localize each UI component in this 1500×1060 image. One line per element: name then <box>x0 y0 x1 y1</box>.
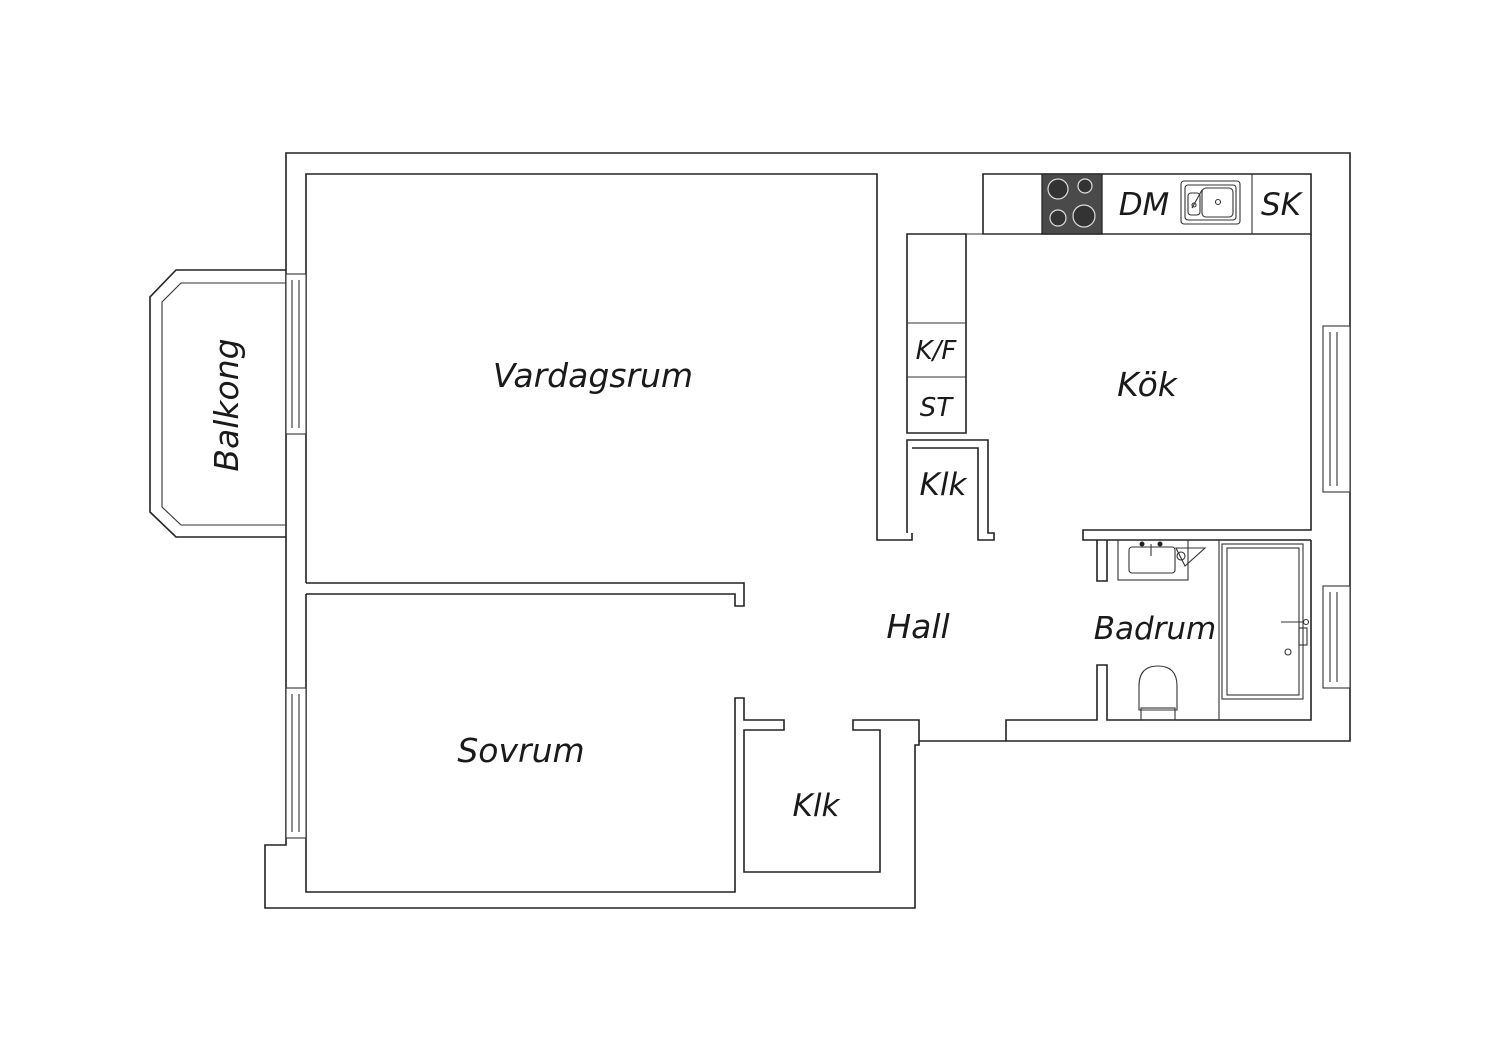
living-room-walls <box>305 173 913 583</box>
window-icon <box>285 687 307 839</box>
living-bedroom-wall <box>306 582 745 607</box>
hall-closet-walls <box>906 439 995 541</box>
fixture-label-dm: DM <box>1119 187 1170 223</box>
balcony-inner <box>161 282 286 526</box>
room-label-hall: Hall <box>886 607 949 646</box>
room-label-vardagsrum: Vardagsrum <box>493 356 693 395</box>
bedroom-walls <box>305 594 920 893</box>
bathtub-icon <box>1221 543 1310 700</box>
bathroom-sink-icon <box>1117 539 1207 581</box>
room-label-sovrum: Sovrum <box>457 731 584 770</box>
room-label-badrum: Badrum <box>1094 611 1217 647</box>
room-label-balkong: Balkong <box>207 338 246 471</box>
kitchen-sink-icon <box>1180 180 1241 225</box>
balcony <box>149 269 286 538</box>
stove-icon <box>1041 173 1103 235</box>
bathroom-walls <box>1005 540 1312 741</box>
room-label-klk-hall: Klk <box>920 467 968 503</box>
room-label-kok: Kök <box>1117 365 1179 404</box>
bathroom-left-wall <box>1096 540 1108 582</box>
outer-wall <box>264 152 1351 909</box>
fixture-label-kf: K/F <box>916 336 958 366</box>
fixture-label-sk: SK <box>1261 187 1304 223</box>
fixture-label-st: ST <box>920 393 955 423</box>
window-icon <box>1322 325 1351 493</box>
window-icon <box>1322 585 1351 689</box>
toilet-icon <box>1138 665 1178 721</box>
window-icon <box>285 273 307 435</box>
room-label-klk-bedroom: Klk <box>793 788 841 824</box>
